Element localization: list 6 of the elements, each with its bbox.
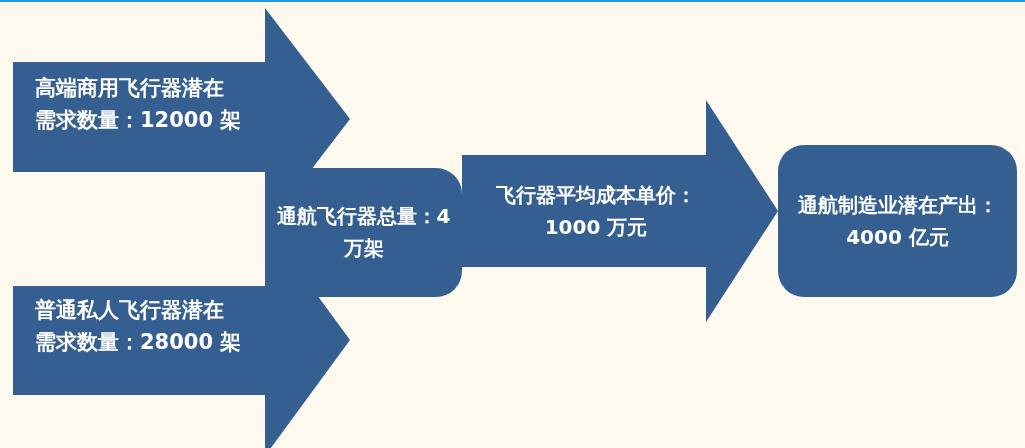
node-text: 通航制造业潜在产出：4000 亿元 — [796, 192, 999, 251]
node-text: 通航飞行器总量：4 万架 — [276, 203, 451, 262]
node-text: 高端商用飞行器潜在需求数量：12000 架 — [35, 75, 243, 134]
block-arrow — [462, 100, 778, 322]
edge-label: 飞行器平均成本单价：1000 万元 — [495, 182, 697, 241]
node-text: 普通私人飞行器潜在需求数量：28000 架 — [35, 297, 243, 356]
